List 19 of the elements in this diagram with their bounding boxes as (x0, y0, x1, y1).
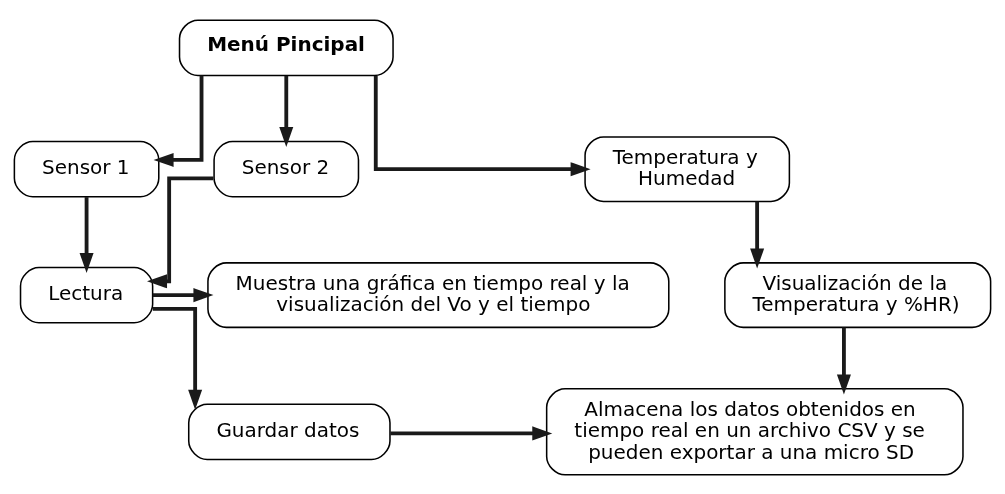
node-box: Temperatura y Humedad (584, 135, 791, 202)
arrow (153, 75, 204, 167)
arrow (750, 201, 765, 269)
arrow (147, 175, 214, 288)
arrow (390, 425, 553, 440)
arrow (279, 75, 294, 147)
arrow (373, 75, 591, 176)
arrow (79, 196, 94, 273)
node-box: Visualización de la Temperatura y %HR) (724, 261, 992, 328)
arrow (152, 287, 214, 302)
node-box: Muestra una gráfica en tiempo real y la visualización del Vo y el tiempo (207, 261, 670, 328)
node-box: Almacena los datos obtenidos en tiempo real en un archivo CSV y se pueden exportar a una micro SD (545, 387, 964, 476)
node-box: Lectura (19, 266, 154, 324)
node-box: Guardar datos (187, 402, 391, 460)
arrow (836, 327, 851, 395)
node-box: Menú Pincipal (178, 18, 394, 76)
node-box: Sensor 2 (213, 140, 360, 198)
node-box: Sensor 1 (13, 140, 160, 198)
arrow (152, 306, 203, 410)
